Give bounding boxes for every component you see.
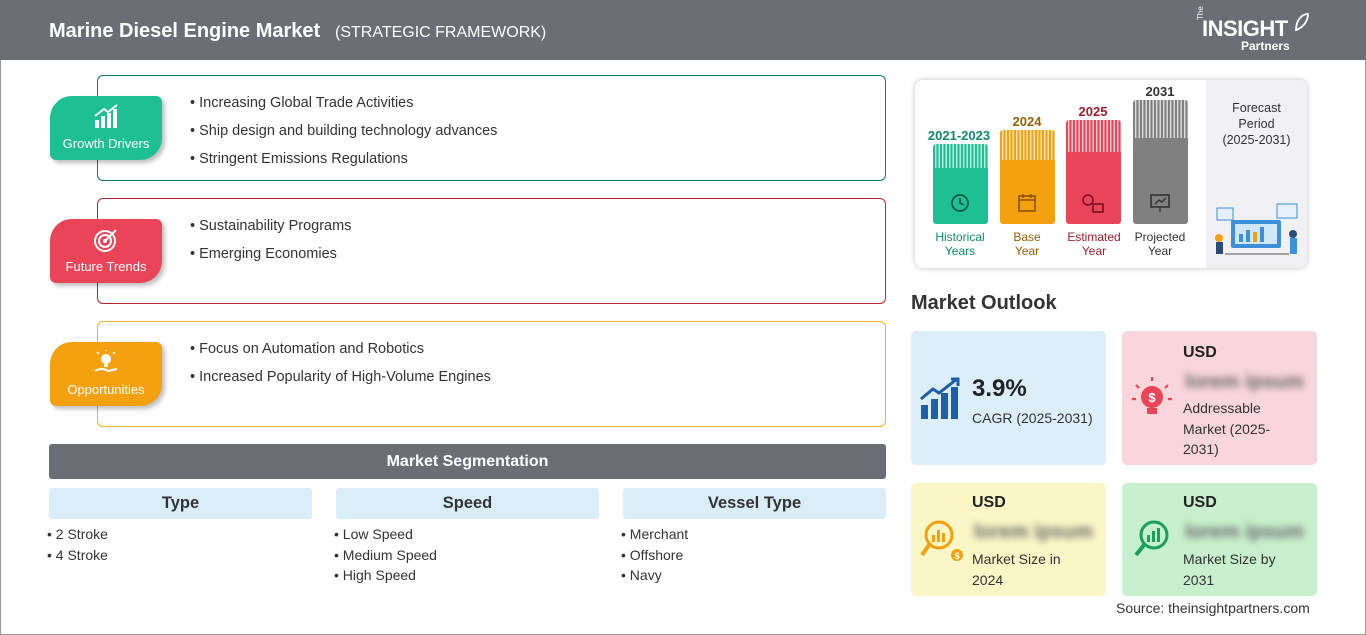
size-2031-label: Market Size by 2031 [1183,551,1276,588]
history-clock-icon [951,194,969,212]
bar-year-label: 2025 [1078,104,1108,119]
bar-year-label: 2021-2023 [927,128,991,143]
list-item: Increasing Global Trade Activities [190,95,497,123]
lightbulb-hand-icon [94,350,118,373]
svg-text:$: $ [1148,390,1156,405]
presentation-icon [1150,194,1170,212]
calendar-icon [1018,194,1036,212]
growth-drivers-badge: Growth Drivers [50,96,162,160]
list-item: Emerging Economies [190,246,351,274]
base-year-bar [1000,130,1055,224]
addressable-market-tile: $ USD lorem ipsum Addressable Market (20… [1122,331,1317,465]
cagr-value: 3.9% [972,375,1027,402]
page-title: Marine Diesel Engine Market [49,20,321,42]
gear-chart-icon [1082,194,1104,213]
list-item: 4 Stroke [47,547,108,568]
bar-stripes [935,144,988,168]
list-item: Medium Speed [334,547,437,568]
header-bar: Marine Diesel Engine Market (STRATEGIC F… [0,0,1366,60]
segment-vessel-type-header: Vessel Type [623,488,886,519]
growth-drivers-box: Increasing Global Trade Activities Ship … [97,75,886,181]
list-item: 2 Stroke [47,526,108,547]
growth-drivers-label: Growth Drivers [62,136,150,151]
addressable-usd: USD [1183,344,1217,361]
opportunities-label: Opportunities [67,382,145,397]
opportunities-list: Focus on Automation and Robotics Increas… [190,341,491,397]
cagr-tile: 3.9% CAGR (2025-2031) [911,331,1106,465]
segment-type-list: 2 Stroke 4 Stroke [47,526,108,567]
opportunities-box: Focus on Automation and Robotics Increas… [97,321,886,427]
growth-drivers-list: Increasing Global Trade Activities Ship … [190,95,497,179]
source-credit: Source: theinsightpartners.com [1116,600,1310,616]
estimated-year-bar [1066,120,1121,224]
future-trends-list: Sustainability Programs Emerging Economi… [190,218,351,274]
size-2024-label: Market Size in 2024 [972,551,1061,588]
analyst-illustration-icon [1215,203,1298,255]
logo-leaf-icon [1295,13,1309,32]
future-trends-badge: Future Trends [50,219,162,283]
bar-year-label: 2031 [1145,84,1175,99]
size-2024-usd: USD [972,494,1006,511]
market-outlook-title: Market Outlook [911,292,1057,314]
size-2024-value-blurred: lorem ipsum [974,521,1093,543]
list-item: Sustainability Programs [190,218,351,246]
list-item: Navy [621,567,688,588]
magnifier-chart-icon: $ [920,520,963,561]
cagr-label: CAGR (2025-2031) [972,410,1093,426]
target-icon [94,229,117,252]
lightbulb-dollar-icon: $ [1132,377,1172,414]
opportunities-badge: Opportunities [50,342,162,406]
market-size-2031-tile: USD lorem ipsum Market Size by 2031 [1122,483,1317,596]
page-subtitle: (STRATEGIC FRAMEWORK) [335,24,547,41]
bar-stripes [1002,130,1055,160]
future-trends-label: Future Trends [65,259,147,274]
segment-speed-header: Speed [336,488,599,519]
segment-type-header: Type [49,488,312,519]
list-item: Offshore [621,547,688,568]
list-item: High Speed [334,567,437,588]
insight-partners-logo: The INSIGHT Partners [1196,6,1316,54]
size-2031-usd: USD [1183,494,1217,511]
svg-text:$: $ [954,551,959,561]
size-2031-value-blurred: lorem ipsum [1185,521,1304,543]
list-item: Focus on Automation and Robotics [190,341,491,369]
addressable-value-blurred: lorem ipsum [1185,371,1304,393]
list-item: Stringent Emissions Regulations [190,151,497,179]
market-segmentation-heading: Market Segmentation [49,444,886,479]
list-item: Ship design and building technology adva… [190,123,497,151]
bar-stripes [1068,120,1121,152]
list-item: Merchant [621,526,688,547]
growth-chart-icon [920,377,960,419]
historical-bar [933,144,988,224]
magnifier-growth-icon [1134,520,1169,557]
bar-growth-icon [94,104,118,128]
segment-speed-list: Low Speed Medium Speed High Speed [334,526,437,588]
bar-stripes [1135,100,1188,138]
segment-vessel-type-list: Merchant Offshore Navy [621,526,688,588]
market-size-2024-tile: $ USD lorem ipsum Market Size in 2024 [911,483,1106,596]
list-item: Increased Popularity of High-Volume Engi… [190,369,491,397]
addressable-label: Addressable Market (2025-2031) [1183,400,1271,457]
list-item: Low Speed [334,526,437,547]
projected-year-bar [1133,100,1188,224]
bar-year-label: 2024 [1012,114,1042,129]
future-trends-box: Sustainability Programs Emerging Economi… [97,198,886,304]
